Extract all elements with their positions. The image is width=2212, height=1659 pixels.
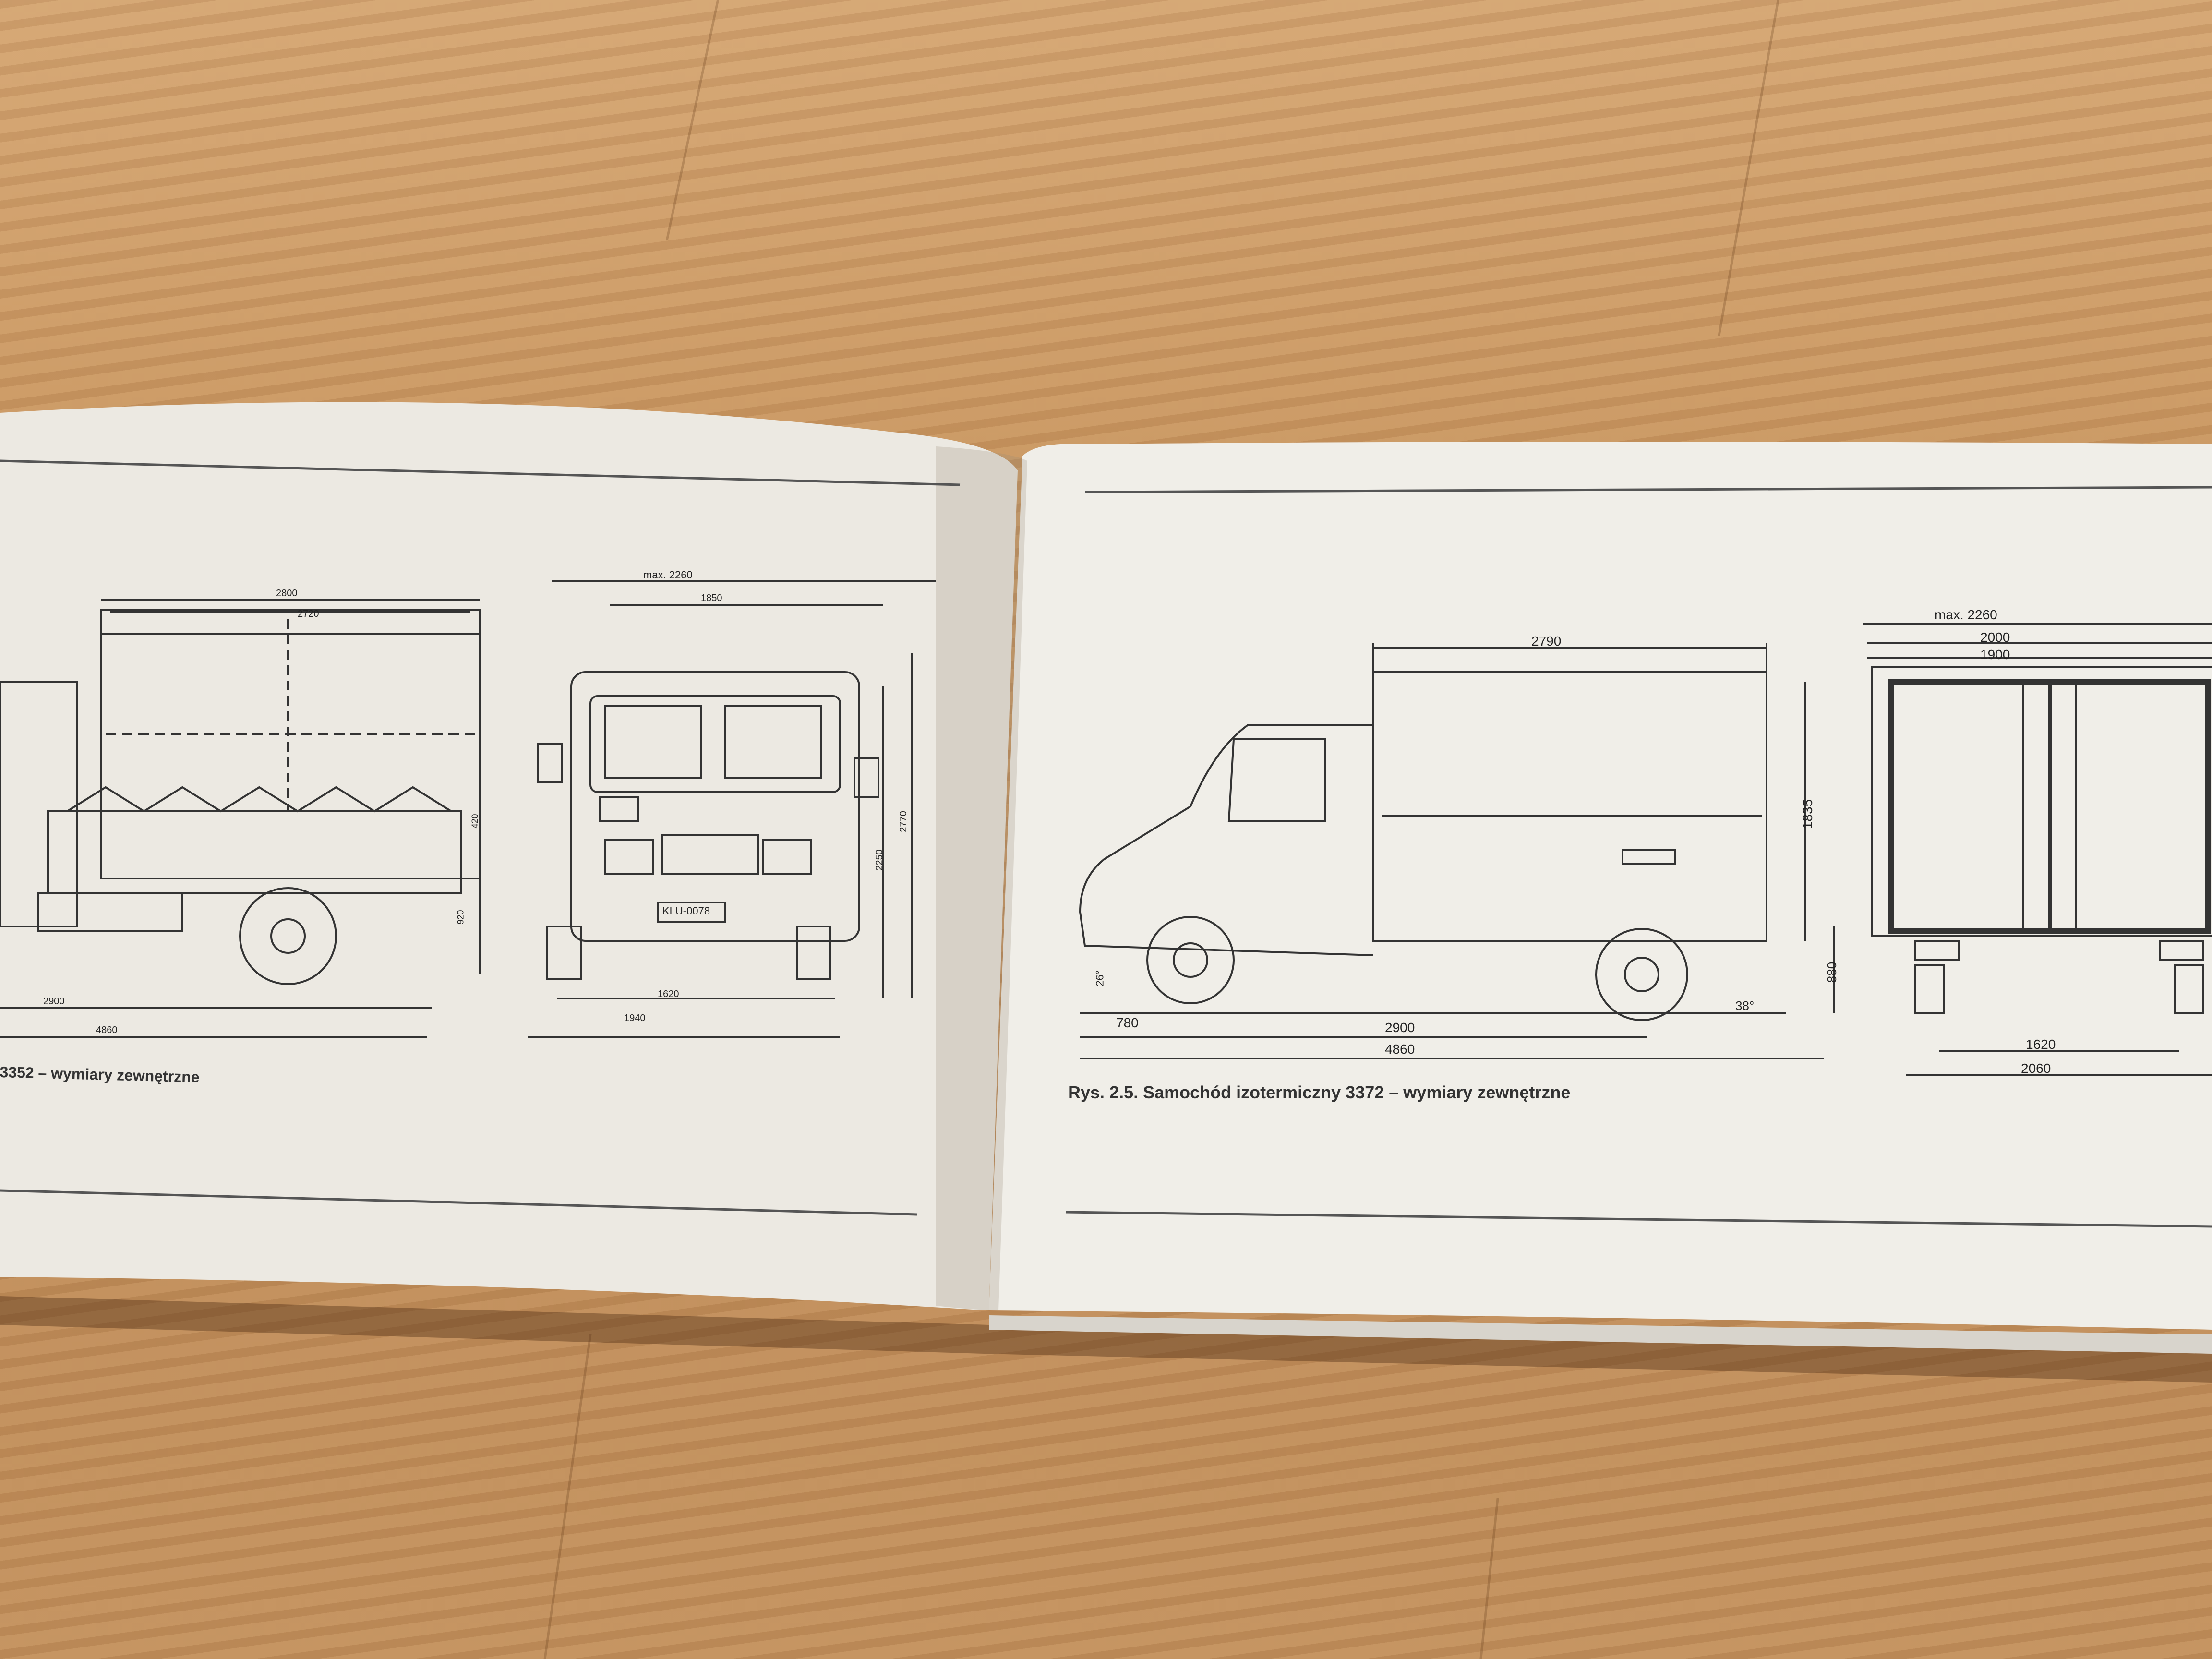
dim-label: 2250 <box>874 849 885 871</box>
right-rear-view-drawing <box>1863 623 2212 1076</box>
right-page <box>989 442 2212 1330</box>
dim-label: 2800 <box>276 588 298 599</box>
left-side-view-drawing <box>0 599 481 1038</box>
dim-label: 4860 <box>1385 1042 1415 1057</box>
dim-label: 2900 <box>43 996 65 1007</box>
dim-label: 1620 <box>2026 1037 2056 1052</box>
dim-label: 1900 <box>1980 647 2010 662</box>
dim-label: 880 <box>1825 962 1839 983</box>
dim-label: 1850 <box>701 593 722 603</box>
dim-label: max. 2260 <box>1935 607 1997 622</box>
dim-label: 2900 <box>1385 1020 1415 1035</box>
dim-label: 38° <box>1735 998 1755 1013</box>
dim-label: 2790 <box>1531 634 1562 649</box>
dim-label: 26° <box>1094 970 1106 986</box>
dim-label: 780 <box>1116 1015 1139 1030</box>
dim-label: 2770 <box>898 811 909 832</box>
dim-label: 2000 <box>1980 630 2010 645</box>
dim-label: 2720 <box>298 609 319 619</box>
right-figure-caption: Rys. 2.5. Samochód izotermiczny 3372 – w… <box>1068 1082 1571 1102</box>
dim-label: 920 <box>456 910 466 925</box>
dim-label: 4860 <box>96 1025 118 1035</box>
dim-label: 1940 <box>624 1013 646 1023</box>
dim-label: 420 <box>470 814 480 829</box>
dim-label: 2060 <box>2021 1061 2051 1076</box>
right-side-view-drawing <box>1079 643 1835 1059</box>
dim-label: max. 2260 <box>643 569 693 581</box>
left-page <box>0 402 1018 1310</box>
license-plate: KLU-0078 <box>662 905 710 917</box>
dim-label: 1835 <box>1800 799 1815 830</box>
dim-label: 1620 <box>658 989 679 999</box>
left-front-view-drawing <box>528 580 936 1038</box>
